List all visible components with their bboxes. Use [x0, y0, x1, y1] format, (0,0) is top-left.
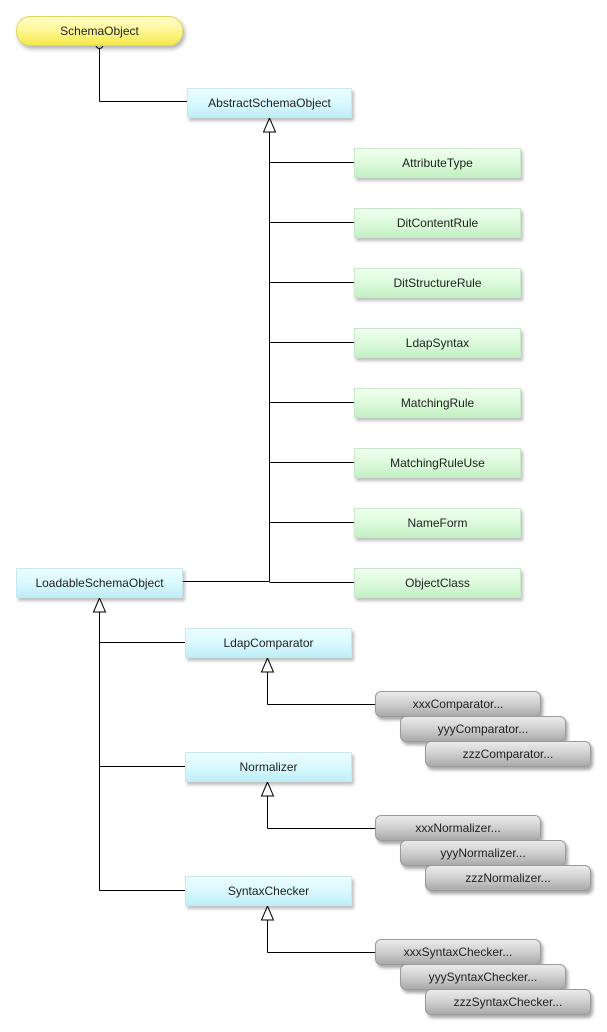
yyy-syntax-checker-label: yyySyntaxChecker... — [428, 970, 538, 984]
syntax-checker-node[interactable]: SyntaxChecker — [185, 876, 352, 906]
zzz-syntax-checker-label: zzzSyntaxChecker... — [453, 995, 563, 1009]
yyy-normalizer-label: yyyNormalizer... — [440, 846, 526, 860]
attribute-type-label: AttributeType — [402, 156, 473, 170]
abstract-generalization-arrow — [262, 116, 277, 133]
zzz-normalizer-node[interactable]: zzzNormalizer... — [425, 865, 591, 891]
xxx-comparator-label: xxxComparator... — [412, 697, 504, 711]
matching-rule-use-node[interactable]: MatchingRuleUse — [354, 448, 521, 478]
object-class-label: ObjectClass — [405, 576, 470, 590]
zzz-normalizer-label: zzzNormalizer... — [465, 871, 551, 885]
schema-object-label: SchemaObject — [60, 24, 139, 38]
name-form-node[interactable]: NameForm — [354, 508, 521, 538]
yyy-comparator-label: yyyComparator... — [437, 722, 529, 736]
dit-structure-rule-label: DitStructureRule — [393, 276, 482, 290]
ldap-syntax-label: LdapSyntax — [405, 336, 470, 350]
loadable-schema-object-label: LoadableSchemaObject — [35, 576, 164, 590]
yyy-comparator-node[interactable]: yyyComparator... — [400, 716, 566, 742]
zzz-comparator-label: zzzComparator... — [462, 747, 554, 761]
xxx-normalizer-label: xxxNormalizer... — [415, 821, 501, 835]
matching-rule-node[interactable]: MatchingRule — [354, 388, 521, 418]
syntax-checker-label: SyntaxChecker — [227, 884, 310, 898]
abstract-schema-object-label: AbstractSchemaObject — [208, 96, 331, 110]
yyy-syntax-checker-node[interactable]: yyySyntaxChecker... — [400, 964, 566, 990]
abstract-schema-object-node[interactable]: AbstractSchemaObject — [187, 88, 352, 118]
implementation-arrow-2 — [260, 904, 275, 921]
dit-content-rule-node[interactable]: DitContentRule — [354, 208, 521, 238]
yyy-normalizer-node[interactable]: yyyNormalizer... — [400, 840, 566, 866]
matching-rule-label: MatchingRule — [400, 396, 475, 410]
xxx-comparator-node[interactable]: xxxComparator... — [375, 691, 541, 717]
dit-structure-rule-node[interactable]: DitStructureRule — [354, 268, 521, 298]
dit-content-rule-label: DitContentRule — [396, 216, 479, 230]
loadable-generalization-arrow — [92, 596, 107, 613]
schema-object-node[interactable]: SchemaObject — [16, 16, 183, 46]
attribute-type-node[interactable]: AttributeType — [354, 148, 521, 178]
object-class-node[interactable]: ObjectClass — [354, 568, 521, 598]
implementation-arrow-1 — [260, 780, 275, 797]
xxx-normalizer-node[interactable]: xxxNormalizer... — [375, 815, 541, 841]
implementation-arrow-0 — [260, 656, 275, 673]
normalizer-label: Normalizer — [239, 760, 298, 774]
zzz-comparator-node[interactable]: zzzComparator... — [425, 741, 591, 767]
matching-rule-use-label: MatchingRuleUse — [390, 456, 485, 470]
xxx-syntax-checker-label: xxxSyntaxChecker... — [403, 945, 513, 959]
normalizer-node[interactable]: Normalizer — [185, 752, 352, 782]
zzz-syntax-checker-node[interactable]: zzzSyntaxChecker... — [425, 989, 591, 1015]
ldap-syntax-node[interactable]: LdapSyntax — [354, 328, 521, 358]
ldap-comparator-label: LdapComparator — [223, 636, 314, 650]
ldap-comparator-node[interactable]: LdapComparator — [185, 628, 352, 658]
name-form-label: NameForm — [407, 516, 468, 530]
loadable-schema-object-node[interactable]: LoadableSchemaObject — [16, 568, 183, 598]
xxx-syntax-checker-node[interactable]: xxxSyntaxChecker... — [375, 939, 541, 965]
